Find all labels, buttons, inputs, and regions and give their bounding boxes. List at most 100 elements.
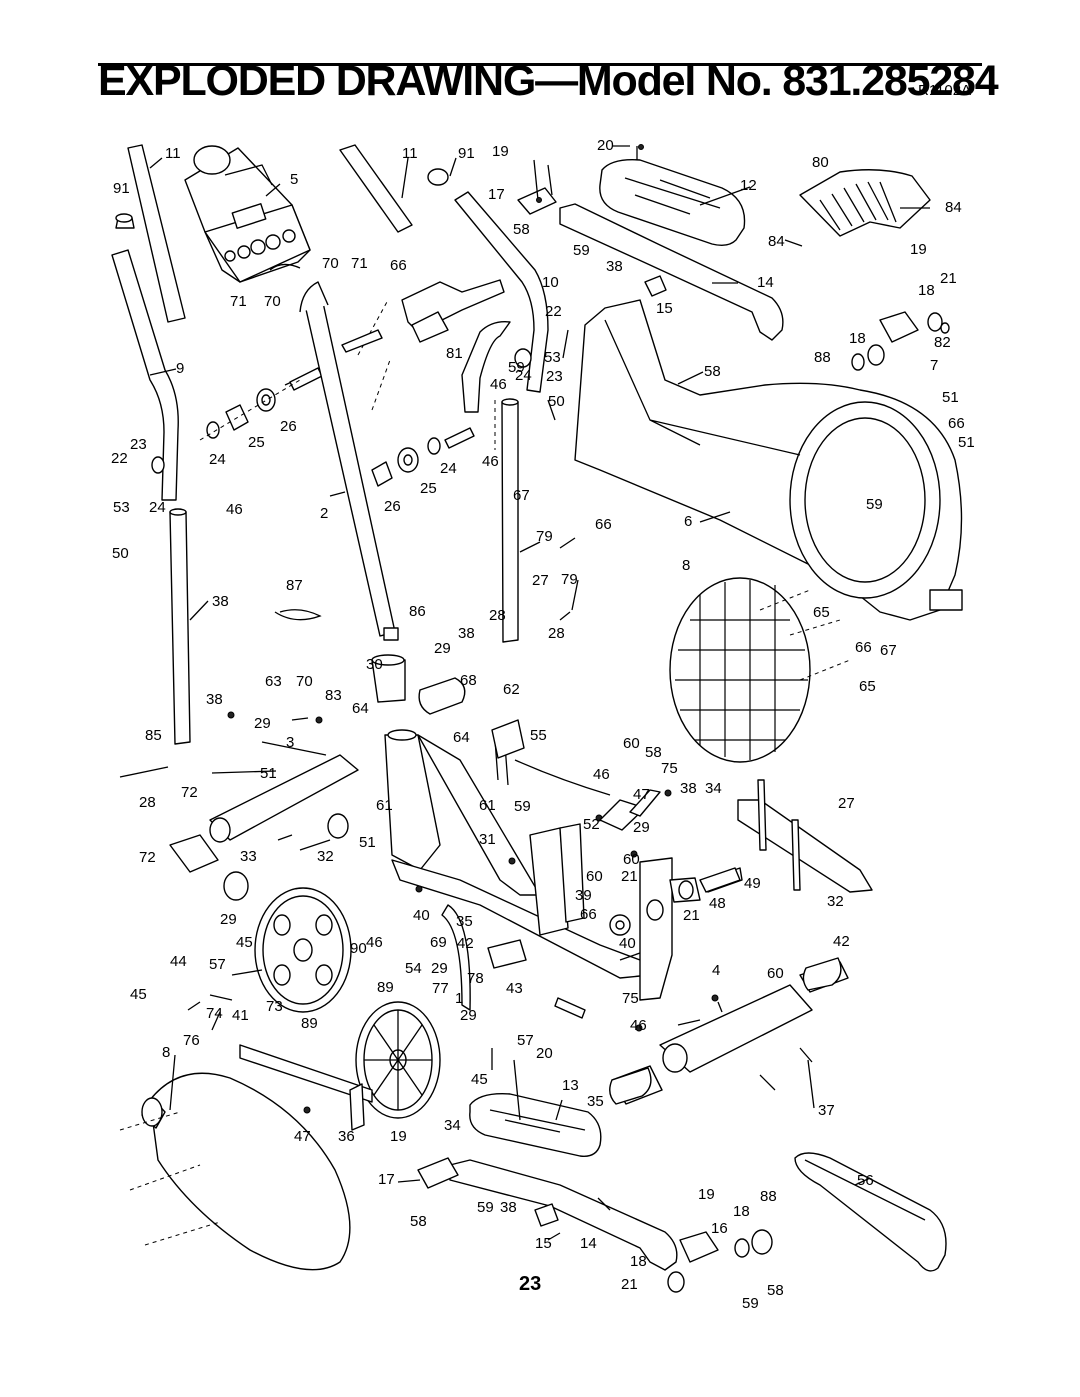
part-callout: 10	[542, 274, 559, 291]
part-callout: 24	[209, 451, 226, 468]
part-callout: 19	[698, 1186, 715, 1203]
part-callout: 58	[410, 1213, 427, 1230]
part-callout: 26	[280, 418, 297, 435]
part-callout: 15	[535, 1235, 552, 1252]
part-callout: 51	[942, 389, 959, 406]
part-callout: 85	[145, 727, 162, 744]
part-callout: 25	[420, 480, 437, 497]
part-callout: 2	[320, 505, 328, 522]
left-roller-assembly	[667, 1229, 773, 1293]
part-callout: 38	[606, 258, 623, 275]
right-roller-assembly	[851, 311, 950, 371]
part-callout: 13	[562, 1077, 579, 1094]
part-callout: 84	[945, 199, 962, 216]
part-callout: 8	[162, 1044, 170, 1061]
part-callout: 15	[656, 300, 673, 317]
part-callout: 58	[767, 1282, 784, 1299]
part-callout: 77	[432, 980, 449, 997]
part-callout: 21	[621, 1276, 638, 1293]
part-callout: 18	[733, 1203, 750, 1220]
part-callout: 62	[503, 681, 520, 698]
part-callout: 29	[254, 715, 271, 732]
part-callout: 81	[446, 345, 463, 362]
part-callout: 60	[586, 868, 603, 885]
part-callout: 90	[350, 940, 367, 957]
part-callout: 16	[711, 1220, 728, 1237]
pulley-wheel	[355, 1001, 441, 1119]
left-lower-leg-tube	[169, 508, 191, 745]
leader-lines	[149, 145, 930, 1241]
rear-frame-shroud	[799, 169, 931, 237]
part-callout: 88	[814, 349, 831, 366]
part-callout: 46	[630, 1017, 647, 1034]
part-callout: 47	[294, 1128, 311, 1145]
part-callout: 79	[536, 528, 553, 545]
part-callout: 18	[849, 330, 866, 347]
part-callout: 41	[232, 1007, 249, 1024]
part-callout: 40	[619, 935, 636, 952]
part-callout: 51	[958, 434, 975, 451]
part-callout: 61	[479, 797, 496, 814]
part-callout: 21	[683, 907, 700, 924]
part-callout: 48	[709, 895, 726, 912]
part-callout: 58	[704, 363, 721, 380]
part-callout: 37	[818, 1102, 835, 1119]
part-callout: 20	[597, 137, 614, 154]
part-callout: 66	[390, 257, 407, 274]
hardware-fasteners	[119, 144, 813, 1121]
part-callout: 46	[490, 376, 507, 393]
resistance-magnet-bracket	[441, 904, 586, 1019]
part-callout: 83	[325, 687, 342, 704]
part-callout: 91	[113, 180, 130, 197]
part-callout: 18	[918, 282, 935, 299]
part-callout: 45	[471, 1071, 488, 1088]
part-callout: 56	[857, 1172, 874, 1189]
part-callout: 28	[548, 625, 565, 642]
part-callout: 68	[460, 672, 477, 689]
part-callout: 71	[230, 293, 247, 310]
part-callout: 40	[413, 907, 430, 924]
part-callout: 34	[705, 780, 722, 797]
part-callout: 24	[440, 460, 457, 477]
part-callout: 66	[855, 639, 872, 656]
part-callout: 22	[111, 450, 128, 467]
wire-harness	[274, 609, 611, 796]
part-callout: 54	[405, 960, 422, 977]
part-callout: 11	[402, 145, 418, 162]
console-part	[184, 145, 311, 283]
part-callout: 9	[176, 360, 184, 377]
part-callout: 43	[506, 980, 523, 997]
part-callout: 58	[513, 221, 530, 238]
part-callout: 70	[322, 255, 339, 272]
part-callout: 36	[338, 1128, 355, 1145]
part-callout: 47	[633, 786, 650, 803]
part-callout: 38	[206, 691, 223, 708]
part-callout: 42	[833, 933, 850, 950]
part-callout: 71	[351, 255, 368, 272]
part-callout: 67	[880, 642, 897, 659]
part-callout: 32	[317, 848, 334, 865]
part-callout: 72	[139, 849, 156, 866]
part-callout: 51	[359, 834, 376, 851]
part-callout: 4	[712, 962, 720, 979]
part-callout: 59	[866, 496, 883, 513]
part-callout: 12	[740, 177, 757, 194]
part-callout: 26	[384, 498, 401, 515]
part-callout: 60	[623, 735, 640, 752]
part-callout: 66	[580, 906, 597, 923]
flywheel	[254, 887, 352, 1013]
end-caps-rear	[609, 957, 842, 1105]
part-callout: 14	[580, 1235, 597, 1252]
part-callout: 59	[508, 359, 525, 376]
part-callout: 65	[859, 678, 876, 695]
part-callout: 29	[633, 819, 650, 836]
part-callout: 70	[296, 673, 313, 690]
part-callout: 66	[595, 516, 612, 533]
part-callout: 30	[366, 656, 383, 673]
crank-axle-plates	[529, 823, 631, 936]
part-callout: 59	[573, 242, 590, 259]
part-callout: 64	[453, 729, 470, 746]
part-callout: 38	[500, 1199, 517, 1216]
part-callout: 72	[181, 784, 198, 801]
